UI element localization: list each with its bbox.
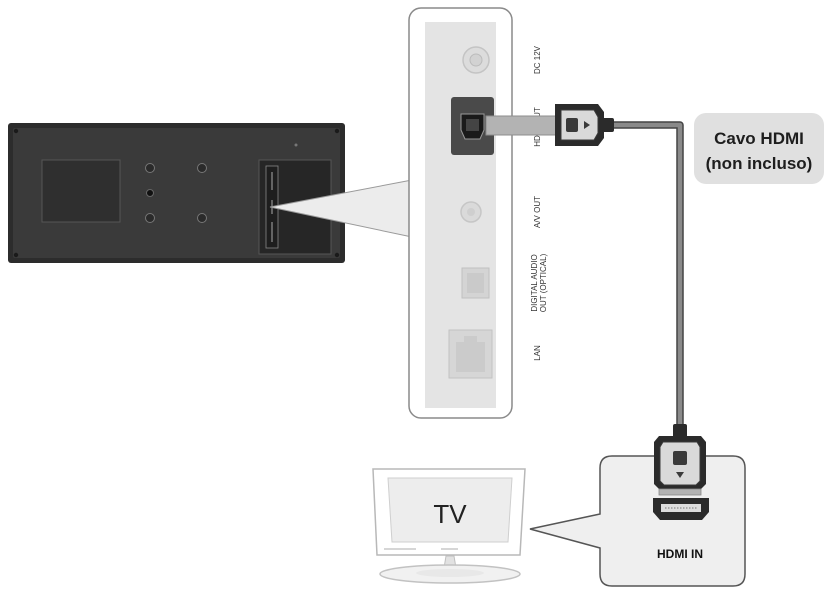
mount-hole-icon [145,163,155,173]
hdmi-plug-grip [673,451,687,465]
hdmi-cable [612,122,683,428]
mount-hole-icon [197,213,207,223]
dc-port-center [469,53,483,67]
cable-label-line1: Cavo HDMI [714,129,804,148]
tv-device: TV [372,468,526,584]
hdmi-plug-grip [566,118,578,132]
hdmi-in-callout: HDMI IN [529,455,746,587]
zoom-panel: DC 12V HDMI OUT A/V OUT DIGITAL AUDIO OU… [408,7,548,419]
hdmi-plug-strain-relief [602,118,614,132]
hdmi-plug-out [485,104,614,146]
lan-port-inner [456,342,485,372]
cable-label-bubble [694,113,824,184]
mount-hole-icon [197,163,207,173]
hdmi-plug-face [560,109,599,141]
hdmi-cable-outline [612,121,684,428]
screw-icon [334,128,340,134]
hdmi-plug-arrow-icon [676,472,684,478]
hdmi-in-socket-icon [653,498,709,520]
tv-label: TV [433,499,467,529]
jack-icon [146,189,154,197]
mount-hole-icon [145,213,155,223]
hdmi-plug-metal-tip [485,115,559,136]
hdmi-plug-in [654,424,706,496]
hdmi-in-callout-box [529,455,746,587]
lan-port-tab [464,336,477,342]
tv-stand-highlight [416,569,484,577]
hdmi-plug-arrow-icon [584,121,590,129]
hdmi-in-label: HDMI IN [657,547,703,561]
port-label-av-out: A/V OUT [533,196,542,228]
screw-icon [13,128,19,134]
av-out-port-center [467,208,475,216]
tv-screen [387,477,513,543]
player-device [8,123,345,263]
screw-icon [334,252,340,258]
cable-label-callout: Cavo HDMI (non incluso) [694,113,824,184]
cable-label-line2: (non incluso) [706,154,813,173]
optical-port-inner [467,273,484,293]
label-plate [41,159,121,223]
hdmi-out-socket-inner [466,119,479,131]
hdmi-plug-metal-tip [658,488,702,496]
hdmi-plug-strain-relief [673,424,687,438]
screw-icon [13,252,19,258]
indicator-dot [294,143,298,147]
port-label-digital-audio: DIGITAL AUDIO [530,254,539,311]
port-label-dc: DC 12V [533,45,542,74]
port-label-lan: LAN [533,345,542,361]
port-label-optical: OUT (OPTICAL) [539,253,548,312]
